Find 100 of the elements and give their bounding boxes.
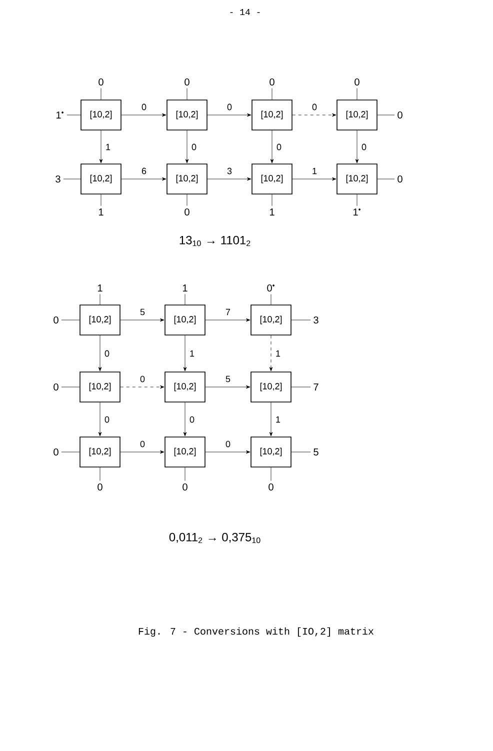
terminal-value: 0 <box>354 78 360 86</box>
matrix-cell-box: [10,2] <box>250 372 292 402</box>
conversion-equation: 0,011$_{2}$ → 0,375$_{10}$ <box>169 532 260 544</box>
edge-label: 0 <box>188 415 196 424</box>
terminal-value: 0 <box>54 316 58 324</box>
terminal-value: 1 <box>99 208 104 216</box>
matrix-cell-box: [10,2] <box>336 164 378 194</box>
matrix-cell-box: [10,2] <box>250 304 292 336</box>
terminal-value: 0 <box>54 383 58 391</box>
terminal-value: 1 <box>270 208 274 216</box>
edge-label: 0 <box>104 349 110 358</box>
conversion-equation: 13$_{10}$ → 1101$_{2}$ <box>180 236 250 246</box>
terminal-value: 0 <box>98 483 102 491</box>
edge-label: 3 <box>226 166 233 176</box>
arrow <box>269 335 273 372</box>
arrow <box>185 130 189 164</box>
edge-label: 0 <box>360 142 368 152</box>
matrix-cell-box: [10,2] <box>252 100 292 130</box>
edge-label: 0 <box>224 440 232 448</box>
arrow <box>99 130 103 164</box>
edge-label: 0 <box>190 142 198 152</box>
arrow <box>98 335 102 372</box>
arrow <box>269 402 273 436</box>
matrix-cell-box: [10,2] <box>166 100 208 130</box>
arrow <box>120 450 164 454</box>
arrow <box>183 335 187 372</box>
terminal-value: 1$^{•}$ <box>354 208 360 216</box>
terminal-value: 0 <box>398 111 402 119</box>
connector-line <box>100 194 102 206</box>
connector-line <box>377 178 395 180</box>
connector-line <box>100 88 102 100</box>
arrow <box>121 177 166 181</box>
edge-label: 1 <box>104 142 112 152</box>
connector-line <box>61 386 80 388</box>
edge-label: 5 <box>139 308 146 316</box>
terminal-value: 0 <box>268 483 274 491</box>
terminal-value: 0 <box>398 175 402 183</box>
connector-line <box>186 194 188 206</box>
connector-line <box>66 114 81 116</box>
arrow <box>205 450 250 454</box>
connector-line <box>186 88 188 100</box>
terminal-value: 0 <box>184 78 190 86</box>
arrow <box>292 177 336 181</box>
edge-label: 0 <box>226 102 233 112</box>
arrow <box>205 318 250 322</box>
terminal-value: 0 <box>184 208 190 216</box>
terminal-value: 5 <box>314 448 318 456</box>
terminal-value: 0 <box>98 78 104 86</box>
edge-label: 5 <box>224 374 232 384</box>
edge-label: 0 <box>276 142 282 152</box>
edge-label: 7 <box>224 308 232 316</box>
edge-label: 1 <box>188 349 196 358</box>
matrix-cell-box: [10,2] <box>166 164 208 194</box>
matrix-cell-box: [10,2] <box>80 372 120 402</box>
matrix-cell-box: [10,2] <box>80 100 122 130</box>
terminal-value: 1 <box>98 284 102 292</box>
figure-caption: Fig. 7 - Conversions with [IO,2] matrix <box>138 627 374 637</box>
matrix-cell-box: [10,2] <box>164 304 206 336</box>
arrow <box>292 113 336 117</box>
terminal-value: 3 <box>56 175 60 183</box>
terminal-value: 0 <box>54 448 58 456</box>
arrow <box>270 130 274 164</box>
connector-line <box>377 114 395 116</box>
arrow <box>121 113 166 117</box>
matrix-cell-box: [10,2] <box>252 164 292 194</box>
matrix-cell-box: [10,2] <box>80 304 120 336</box>
connector-line <box>356 88 358 100</box>
edge-label: 0 <box>140 102 148 112</box>
edge-label: 0 <box>311 102 318 112</box>
terminal-value: 3 <box>314 316 318 324</box>
terminal-value: 0 <box>270 78 274 86</box>
edge-label: 0 <box>139 440 146 448</box>
terminal-value: 7 <box>314 384 318 390</box>
connector-line <box>270 467 272 481</box>
matrix-cell-box: [10,2] <box>80 164 122 194</box>
page-number: - 14 - <box>230 9 260 15</box>
arrow <box>183 402 187 436</box>
matrix-cell-box: [10,2] <box>80 436 120 468</box>
edge-label: 6 <box>140 166 148 176</box>
terminal-value: 1$^{•}$ <box>56 112 64 118</box>
arrow <box>207 177 252 181</box>
connector-line <box>291 386 311 388</box>
arrow <box>207 113 252 117</box>
connector-line <box>184 294 186 305</box>
matrix-cell-box: [10,2] <box>250 436 292 468</box>
connector-line <box>63 178 81 180</box>
arrow <box>205 385 250 389</box>
connector-line <box>270 294 272 305</box>
terminal-value: 0 <box>182 483 188 491</box>
edge-label: 1 <box>311 166 318 176</box>
edge-label: 0 <box>104 415 110 424</box>
connector-line <box>356 194 358 206</box>
arrow <box>355 130 359 164</box>
arrow <box>120 318 164 322</box>
edge-label: 0 <box>139 374 146 384</box>
arrow <box>98 402 102 436</box>
matrix-cell-box: [10,2] <box>164 436 206 468</box>
arrow <box>120 385 164 389</box>
edge-label: 1 <box>274 349 282 358</box>
edge-label: 1 <box>274 415 282 424</box>
